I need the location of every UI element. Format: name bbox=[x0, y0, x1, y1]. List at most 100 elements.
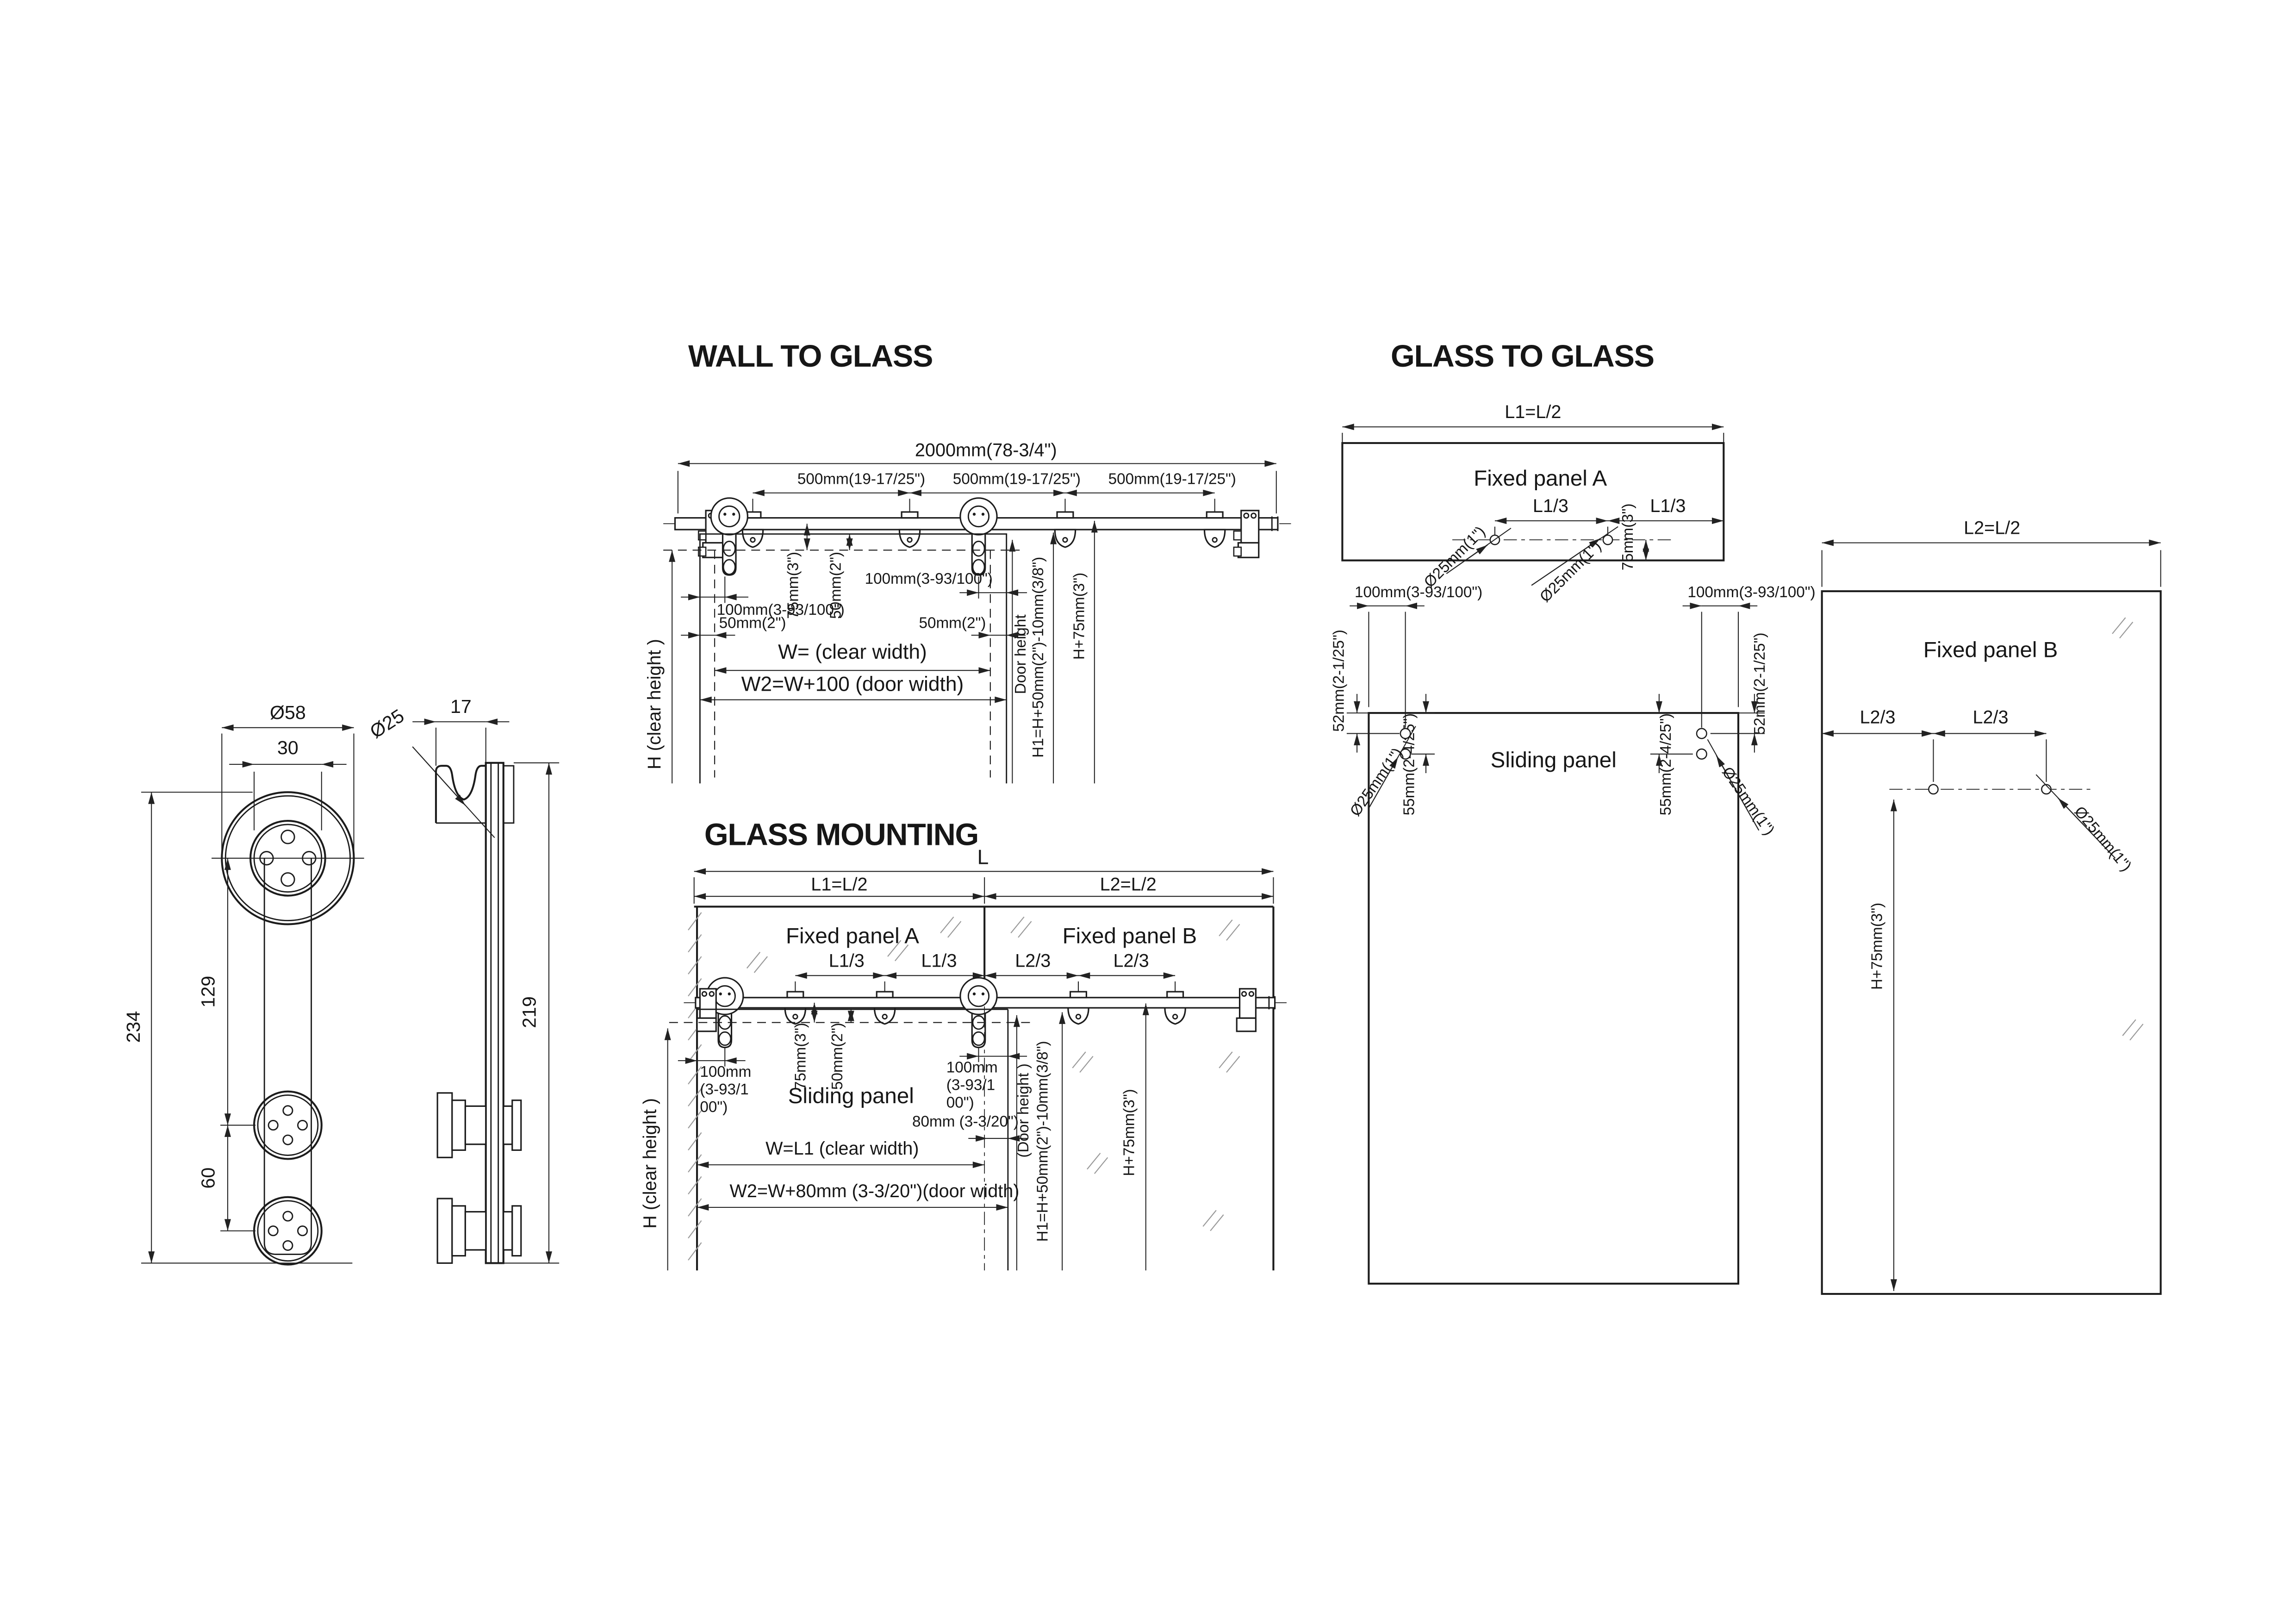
knob-disc bbox=[511, 1099, 522, 1151]
extension-lines bbox=[1933, 739, 2047, 782]
dim-label-52mm-right: 52mm(2-1/25") bbox=[1751, 632, 1768, 735]
mount-hole bbox=[1696, 748, 1707, 760]
bolt-hole bbox=[268, 1225, 279, 1237]
knob-disc bbox=[464, 1105, 487, 1145]
roller-wheel bbox=[710, 497, 748, 536]
bolt-hole bbox=[282, 1105, 293, 1116]
dim-label-75mm: 75mm(3") bbox=[785, 552, 802, 619]
fixed-panels-outline bbox=[694, 906, 1275, 1271]
support-bolt bbox=[1062, 537, 1068, 543]
roller-hub bbox=[718, 505, 740, 528]
dim-label-clear-width: W= (clear width) bbox=[778, 641, 927, 663]
sliding-panel-outline bbox=[1368, 712, 1740, 1285]
extension-lines bbox=[693, 877, 1274, 904]
glass-reflection-marks bbox=[2112, 617, 2144, 1041]
dim-label-L1: L1=L/2 bbox=[811, 874, 867, 895]
extension-lines bbox=[1368, 605, 1406, 728]
knob-disc bbox=[436, 1198, 453, 1264]
dim-label-outer-diameter: Ø58 bbox=[270, 702, 306, 723]
dim-label-100mm-right: 100mm(3-93/100") bbox=[1687, 584, 1815, 601]
dim-label-hole-dia-sliding-left: Ø25mm(1") bbox=[1347, 745, 1406, 819]
glass-mounting-section: GLASS MOUNTING L L1=L/2 L2=L/2 Fixed pan… bbox=[640, 818, 1287, 1271]
roller-wheel bbox=[959, 977, 998, 1015]
dim-label-100mm-right-3: 00") bbox=[946, 1094, 974, 1112]
hub-dot bbox=[732, 512, 735, 516]
track-end-cap bbox=[1268, 996, 1276, 1010]
bolt-hole bbox=[280, 830, 295, 844]
bracket-bolt bbox=[1243, 512, 1250, 519]
dim-label-55mm-right: 55mm(2-4/25") bbox=[1657, 713, 1674, 816]
dim-label-spacing-1: 500mm(19-17/25") bbox=[797, 471, 925, 488]
knob-disc bbox=[451, 1205, 466, 1257]
dim-label-100mm-right-1: 100mm bbox=[946, 1059, 998, 1076]
hub-dot bbox=[981, 992, 985, 996]
extension-lines bbox=[795, 981, 1176, 993]
clear-opening-dashed bbox=[714, 550, 991, 778]
dim-label-h-plus-75: H+75mm(3") bbox=[1869, 903, 1886, 990]
dim-label-door-height: Door height bbox=[1012, 614, 1029, 694]
bolt-hole bbox=[268, 1119, 279, 1131]
dim-label-L2-3-b: L2/3 bbox=[1973, 707, 2009, 727]
bolt-hole bbox=[297, 1225, 308, 1237]
side-clamp-knob-mid bbox=[436, 1092, 522, 1158]
support-bolt bbox=[882, 1013, 888, 1020]
strap-hole bbox=[722, 540, 736, 557]
strap-hole bbox=[972, 559, 985, 575]
bracket-bolt bbox=[1241, 991, 1247, 997]
dim-label-door-height: (Door height ) bbox=[1015, 1063, 1032, 1157]
hanger-plate bbox=[485, 762, 504, 1264]
bracket-side-bolt bbox=[1233, 546, 1242, 557]
hub-dot bbox=[972, 992, 976, 996]
side-clamp-knob-bottom bbox=[436, 1198, 522, 1264]
strap-hole bbox=[972, 540, 985, 557]
side-roller-groove-profile bbox=[435, 765, 486, 823]
leader-arrow bbox=[412, 746, 466, 806]
glass-to-glass-section: GLASS TO GLASS L1=L/2 Fixed panel A L1/3… bbox=[1331, 339, 2162, 1295]
bracket-side-bolt bbox=[1233, 530, 1242, 541]
extension-lines bbox=[677, 471, 1277, 514]
wall-to-glass-section: WALL TO GLASS 2000mm(78-3/4") 500mm(19-1… bbox=[644, 339, 1291, 784]
roller-hub bbox=[967, 505, 990, 528]
knob-disc bbox=[511, 1205, 522, 1257]
leader-arrow bbox=[1368, 756, 1399, 809]
dim-label-clear-height: H (clear height ) bbox=[640, 1098, 660, 1229]
door-panel-outline bbox=[699, 533, 1008, 784]
dim-label-side-height: 219 bbox=[518, 996, 540, 1028]
leader-arrow bbox=[1531, 538, 1601, 586]
knob-disc bbox=[451, 1099, 466, 1151]
dim-label-total-height: 234 bbox=[123, 1011, 144, 1043]
glass-mount-standoffs bbox=[784, 991, 1186, 1025]
wall-bracket-left bbox=[696, 988, 717, 1032]
dim-label-L2-3-a: L2/3 bbox=[1015, 950, 1051, 971]
hub-dot bbox=[972, 512, 976, 516]
hub-dot bbox=[723, 512, 727, 516]
leader-arrow bbox=[2058, 798, 2116, 859]
glass-reflection-marks bbox=[746, 916, 1240, 1231]
dim-label-L2: L2=L/2 bbox=[1100, 874, 1157, 895]
dim-label-50mm: 50mm(2") bbox=[829, 1023, 846, 1090]
hanger-strap bbox=[722, 526, 737, 576]
dim-label-100mm-left-3: 00") bbox=[700, 1099, 728, 1116]
dim-label-L1: L1=L/2 bbox=[1505, 402, 1561, 422]
mount-hole bbox=[1602, 534, 1613, 545]
hanger-plate-inner-lines bbox=[490, 762, 499, 1263]
support-bolt bbox=[1212, 537, 1218, 543]
hanger-strap bbox=[263, 858, 312, 1255]
dim-label-L1-3-b: L1/3 bbox=[921, 950, 957, 971]
dim-label-door-width: W2=W+80mm (3-3/20")(door width) bbox=[729, 1181, 1019, 1201]
dim-label-h-plus-75: H+75mm(3") bbox=[1120, 1089, 1138, 1176]
panel-label-fixed-a: Fixed panel A bbox=[1474, 466, 1607, 491]
panel-label-fixed-b: Fixed panel B bbox=[1923, 638, 2058, 662]
support-bolt bbox=[907, 537, 913, 543]
leader-arrow bbox=[1716, 755, 1760, 831]
bracket-bolt bbox=[701, 991, 708, 997]
support-standoff bbox=[784, 991, 807, 1025]
dim-label-80mm: 80mm (3-3/20") bbox=[912, 1113, 1019, 1131]
extension-lines bbox=[1346, 712, 1435, 755]
hub-dot bbox=[981, 512, 985, 516]
extension-lines bbox=[700, 576, 1007, 636]
dim-label-75mm: 75mm(3") bbox=[792, 1023, 809, 1090]
dim-label-hub-width: 30 bbox=[277, 737, 299, 758]
track-end-cap bbox=[1271, 516, 1279, 531]
